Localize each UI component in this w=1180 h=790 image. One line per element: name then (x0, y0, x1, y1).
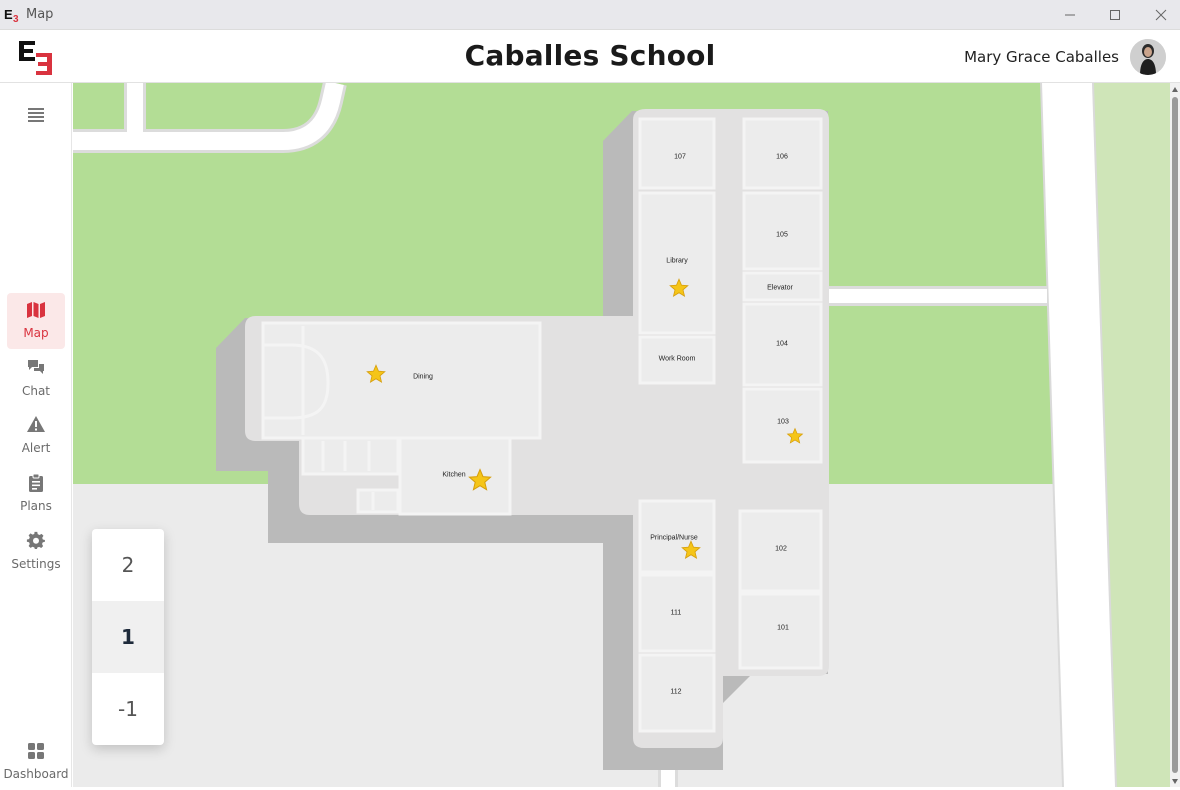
minimize-button[interactable] (1047, 0, 1093, 30)
sidebar-item-label: Map (23, 326, 49, 340)
app-header: Caballes School Mary Grace Caballes (0, 30, 1180, 83)
room-label-102[interactable]: 102 (775, 545, 787, 553)
page-title: Caballes School (464, 39, 716, 72)
sidebar-item-dashboard[interactable]: Dashboard (3, 734, 69, 790)
maximize-button[interactable] (1092, 0, 1138, 30)
sidebar-item-chat[interactable]: Chat (7, 351, 65, 407)
sidebar-item-settings[interactable]: Settings (7, 524, 65, 580)
map-icon (27, 302, 45, 318)
floor-plan-map[interactable] (73, 83, 1170, 787)
star-marker-icon[interactable] (786, 427, 804, 445)
sidebar-item-label: Settings (11, 557, 61, 571)
room-label-principal-nurse[interactable]: Principal/Nurse (650, 534, 698, 542)
window-title-bar: E 3 Map (0, 0, 1180, 30)
hamburger-icon[interactable] (25, 106, 47, 124)
gear-icon (26, 531, 45, 549)
star-marker-icon[interactable] (681, 540, 701, 560)
room-label-107[interactable]: 107 (674, 153, 686, 161)
user-name[interactable]: Mary Grace Caballes (964, 48, 1119, 66)
sidebar-item-label: Chat (21, 384, 51, 398)
map-view[interactable]: 107 106 Library 105 Elevator 104 Work Ro… (73, 83, 1170, 787)
scrollbar-thumb[interactable] (1172, 97, 1178, 773)
chat-icon (28, 360, 44, 374)
dashboard-icon (28, 743, 44, 759)
scroll-up-arrow-icon[interactable] (1171, 86, 1179, 94)
window-title: Map (26, 7, 54, 22)
sidebar-item-plans[interactable]: Plans (7, 466, 65, 522)
minimize-icon (1065, 14, 1075, 16)
floor-button-1[interactable]: 1 (92, 601, 164, 673)
svg-text:3: 3 (13, 14, 19, 24)
room-label-111[interactable]: 111 (670, 609, 682, 617)
room-label-103[interactable]: 103 (777, 418, 789, 426)
sidebar-item-label: Plans (20, 499, 52, 513)
sidebar: Map Chat Alert Plans Settings (0, 83, 72, 787)
star-marker-icon[interactable] (669, 278, 689, 298)
sidebar-item-map[interactable]: Map (7, 293, 65, 349)
room-label-106[interactable]: 106 (776, 153, 788, 161)
star-marker-icon[interactable] (468, 468, 492, 492)
sidebar-item-alert[interactable]: Alert (7, 408, 65, 464)
room-label-work-room[interactable]: Work Room (658, 355, 696, 363)
scroll-down-arrow-icon[interactable] (1171, 777, 1179, 785)
floor-button-minus-1[interactable]: -1 (118, 697, 138, 721)
floor-button-2[interactable]: 2 (121, 553, 135, 577)
map-scrollbar[interactable] (1170, 83, 1180, 787)
room-label-dining[interactable]: Dining (413, 373, 433, 381)
room-label-101[interactable]: 101 (777, 624, 789, 632)
room-label-104[interactable]: 104 (776, 340, 788, 348)
svg-text:E: E (4, 7, 13, 22)
maximize-icon (1110, 10, 1120, 20)
brand-logo[interactable] (18, 39, 54, 75)
floor-selector: 2 1 -1 (92, 529, 164, 745)
room-label-elevator[interactable]: Elevator (767, 284, 793, 292)
app-logo-icon: E 3 (4, 7, 19, 24)
user-photo (1130, 39, 1166, 75)
room-label-105[interactable]: 105 (776, 231, 788, 239)
room-label-112[interactable]: 112 (670, 688, 682, 696)
room-label-library[interactable]: Library (666, 257, 688, 265)
room-label-kitchen[interactable]: Kitchen (442, 471, 466, 479)
avatar[interactable] (1130, 39, 1166, 75)
close-icon (1155, 9, 1167, 21)
close-button[interactable] (1138, 0, 1180, 30)
sidebar-item-label: Dashboard (3, 767, 69, 781)
alert-icon (27, 416, 45, 432)
clipboard-icon (29, 473, 43, 492)
sidebar-item-label: Alert (21, 441, 51, 455)
star-marker-icon[interactable] (366, 364, 386, 384)
